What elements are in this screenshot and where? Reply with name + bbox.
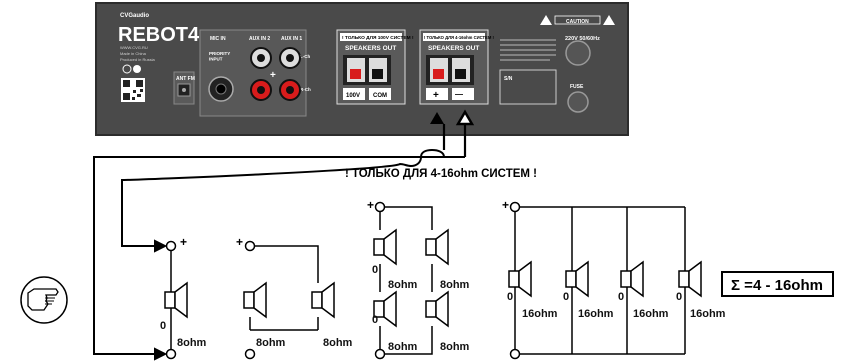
speaker-impedance: 16ohm: [690, 308, 726, 320]
fuse-label: FUSE: [570, 84, 584, 90]
sn-label: S/N: [504, 76, 513, 82]
speaker-zero: 0: [676, 291, 682, 303]
terminal-minus-node: [165, 348, 177, 360]
aux-in-2-right-jack[interactable]: [250, 79, 272, 101]
speaker-zero: 0: [563, 291, 569, 303]
speaker-icon: [620, 261, 644, 297]
aux-in-2-label: AUX IN 2: [249, 36, 270, 42]
speaker-impedance: 8ohm: [440, 279, 470, 291]
power-cord-socket[interactable]: [565, 40, 591, 66]
serial-number-box: [499, 69, 557, 105]
speaker-impedance: 8ohm: [440, 341, 470, 353]
fuse-holder[interactable]: [567, 91, 589, 113]
term-minus-label: —: [455, 90, 463, 99]
mic-in-label: MIC IN: [210, 36, 226, 42]
r-ch-label: R-Ch: [300, 87, 311, 92]
speaker-impedance: 16ohm: [633, 308, 669, 320]
brand-label: CVGaudio: [120, 13, 149, 19]
speaker-icon: [164, 282, 188, 318]
speakers-ohm-banner: ! ТОЛЬКО ДЛЯ 4-16ohm СИСТЕМ !: [424, 35, 494, 40]
speaker-group-3: + 0 0 8ohm 8ohm 8ohm 8ohm: [367, 198, 470, 360]
l-ch-label: L-Ch: [300, 54, 310, 59]
model-label: REBOT4: [118, 24, 200, 46]
speakers-100v-banner: ! ТОЛЬКО ДЛЯ 100V СИСТЕМ !: [342, 35, 414, 41]
main-wiring: [93, 148, 465, 361]
speaker-impedance: 8ohm: [256, 337, 286, 349]
speaker-icon: [565, 261, 589, 297]
speaker-icon: [425, 229, 449, 265]
term-com-label: COM: [373, 93, 387, 99]
caution-triangle-icon: [540, 15, 615, 25]
term-100v-label: 100V: [346, 93, 360, 99]
speaker-impedance: 16ohm: [522, 308, 558, 320]
ce-mark-icon: [122, 64, 141, 74]
speaker-impedance: 8ohm: [388, 279, 418, 291]
aux-in-1-left-jack[interactable]: [279, 47, 301, 69]
wire-positive-route: [121, 148, 445, 247]
speakers-out-ohm-block: ! ТОЛЬКО ДЛЯ 4-16ohm СИСТЕМ ! SPEAKERS O…: [419, 29, 494, 105]
speaker-zero: 0: [372, 264, 378, 276]
maker-line-2: Made in China: [120, 51, 147, 56]
plus-sign: +: [236, 235, 243, 249]
aux-in-1-label: AUX IN 1: [281, 36, 302, 42]
speaker-group-1: + 0 8ohm: [160, 235, 207, 360]
speaker-zero: 0: [372, 314, 378, 326]
speaker-icon: [425, 291, 449, 327]
speaker-zero: 0: [507, 291, 513, 303]
qr-code-icon: [121, 78, 145, 102]
speakers-out-100v-block: ! ТОЛЬКО ДЛЯ 100V СИСТЕМ ! SPEAKERS OUT …: [336, 29, 414, 105]
speakers-out-label-100v: SPEAKERS OUT: [345, 45, 396, 52]
aux-in-2-left-jack[interactable]: [250, 47, 272, 69]
aux-sum-plus: +: [270, 70, 276, 81]
input-section-frame: [199, 29, 307, 117]
hand-pointing-icon: [20, 276, 68, 324]
speaker-icon: [311, 282, 335, 318]
impedance-total-label: Σ =4 - 16ohm: [731, 277, 823, 294]
impedance-total-box: Σ =4 - 16ohm: [721, 271, 834, 297]
diagram-headline: ! ТОЛЬКО ДЛЯ 4-16ohm СИСТЕМ !: [345, 168, 537, 180]
maker-line-1: WWW.CVG.RU: [120, 45, 148, 50]
speaker-impedance: 8ohm: [388, 341, 418, 353]
plus-sign: +: [180, 235, 187, 249]
power-label: 220V 50/60Hz: [565, 36, 600, 42]
caution-label: CAUTION: [566, 19, 589, 25]
plus-sign: +: [367, 198, 374, 212]
amplifier-rear-panel: CVGaudio REBOT4 WWW.CVG.RU Made in China…: [95, 2, 629, 136]
mic-in-jack[interactable]: [208, 76, 234, 102]
ant-fm-jack[interactable]: [173, 71, 195, 105]
ant-fm-label: ANT FM: [176, 76, 195, 82]
speaker-impedance: 8ohm: [323, 337, 353, 349]
speaker-icon: [373, 229, 397, 265]
speaker-group-2: + 8ohm 8ohm: [236, 235, 353, 360]
plus-sign: +: [502, 198, 509, 212]
speaker-impedance: 16ohm: [578, 308, 614, 320]
speaker-zero: 0: [618, 291, 624, 303]
speaker-zero: 0: [160, 320, 166, 332]
speaker-icon: [678, 261, 702, 297]
speaker-group-4: + 0 0 0 0 16ohm 16ohm 16ohm 16ohm: [502, 198, 726, 360]
term-plus-label: +: [433, 90, 439, 101]
terminal-plus-node: [165, 240, 177, 252]
speaker-icon: [243, 282, 267, 318]
warning-fine-print: [500, 39, 556, 61]
speakers-out-label-ohm: SPEAKERS OUT: [428, 45, 479, 52]
aux-in-1-right-jack[interactable]: [279, 79, 301, 101]
speaker-impedance: 8ohm: [177, 337, 207, 349]
maker-line-3: Produced in Russia: [120, 57, 155, 62]
terminal-arrows: [430, 109, 475, 157]
